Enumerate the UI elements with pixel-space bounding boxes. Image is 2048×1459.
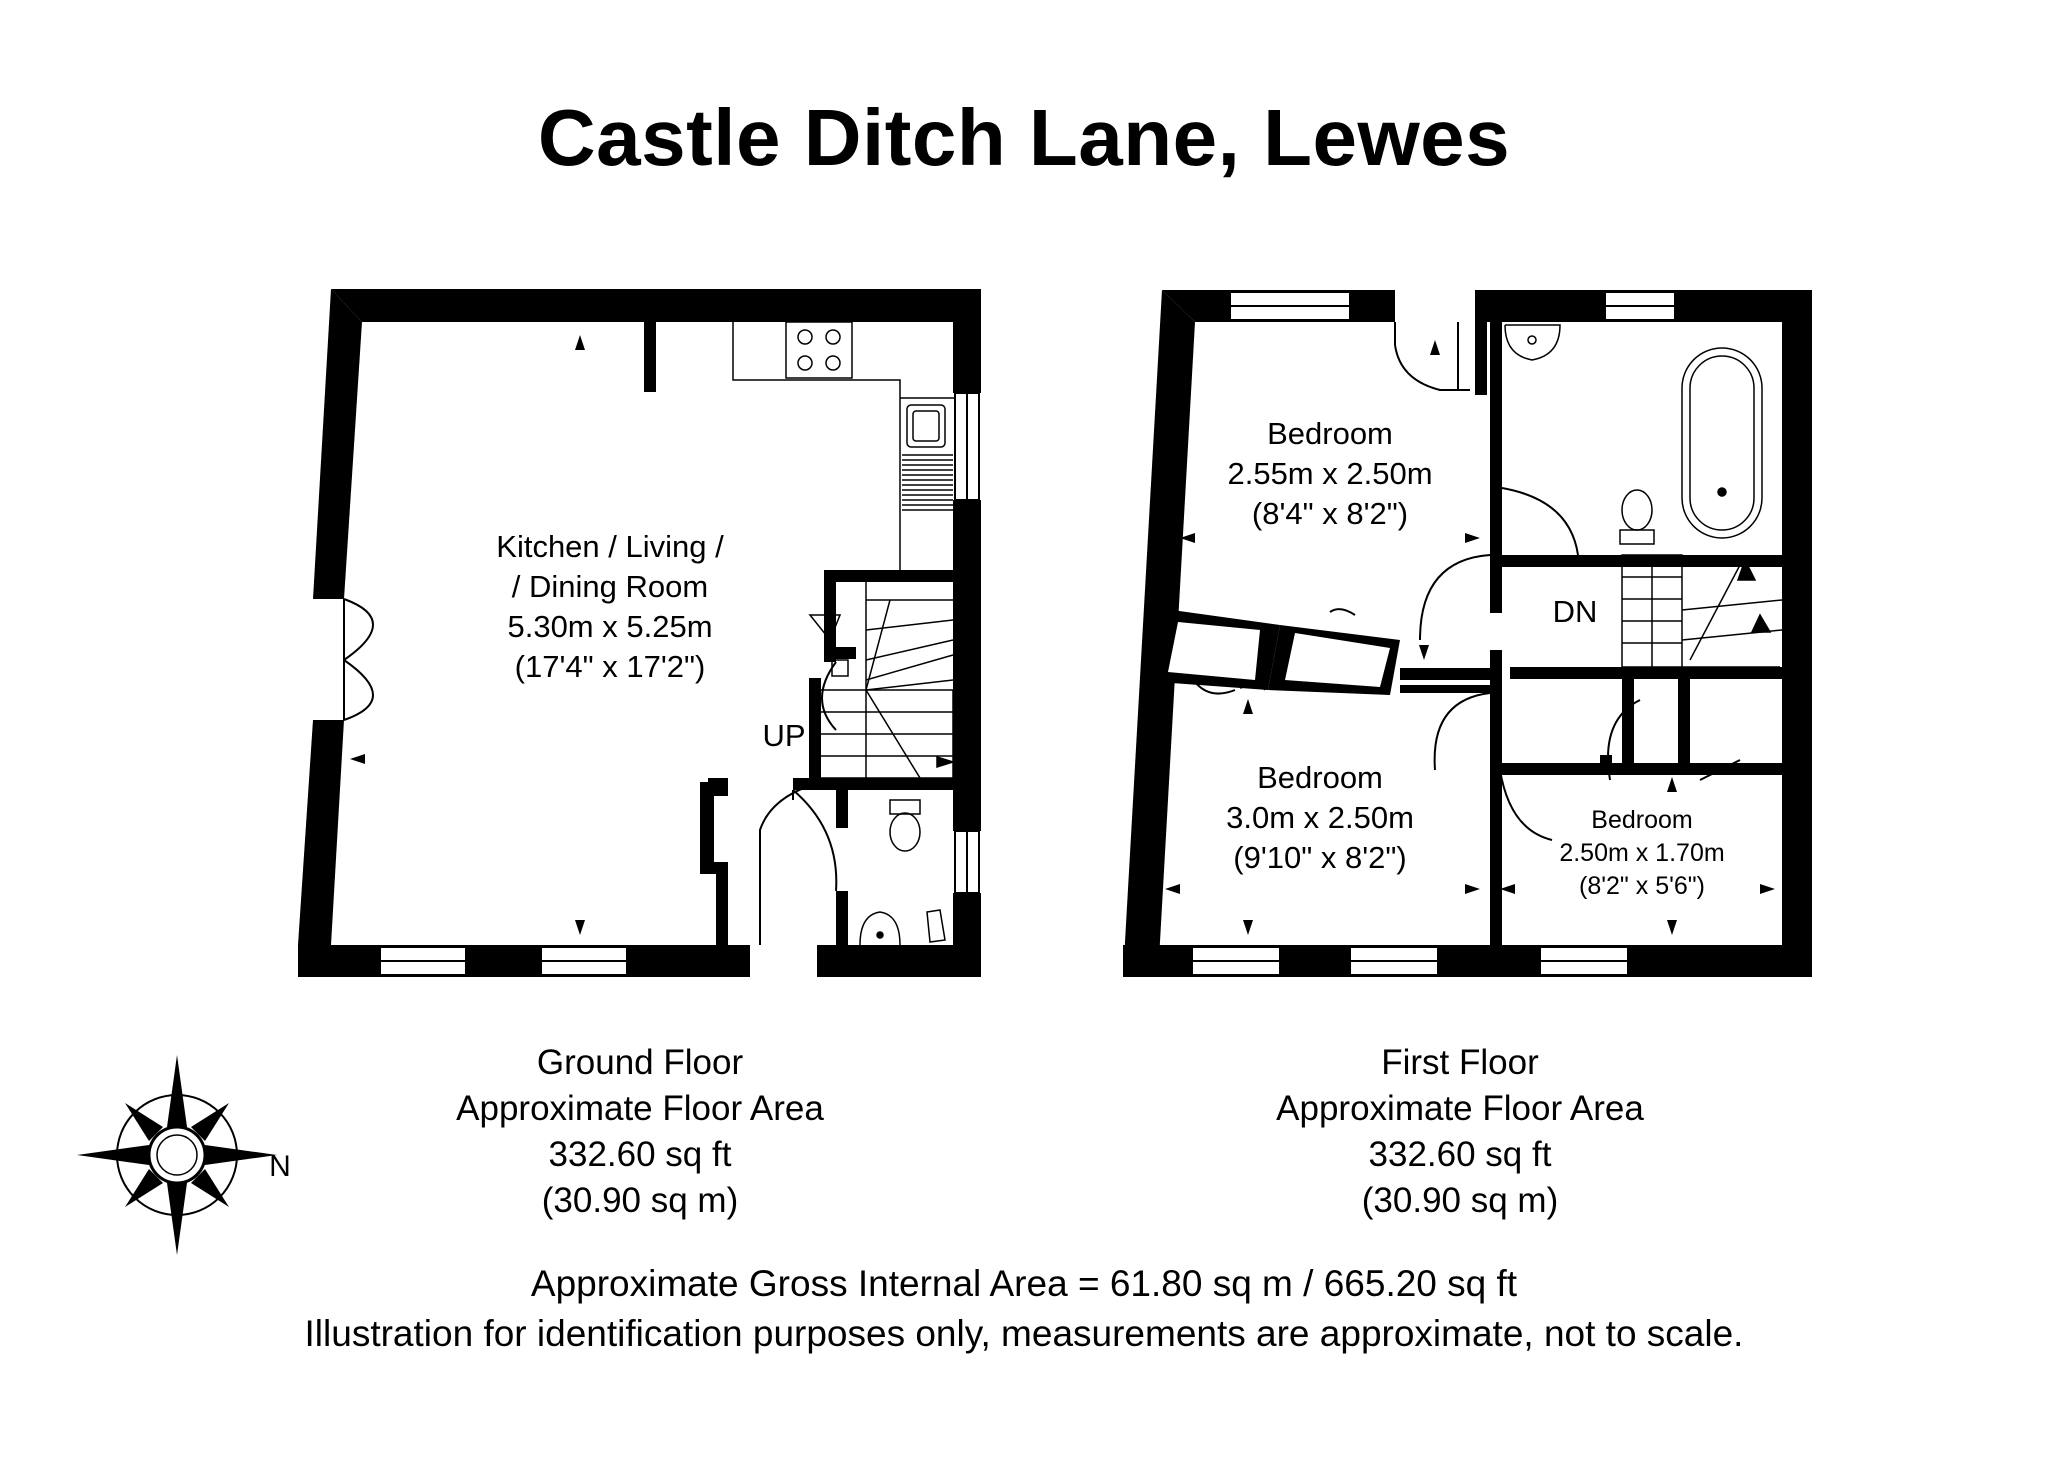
ground-floor-dimension-arrows [350, 335, 585, 935]
room-name-line2: / Dining Room [511, 569, 709, 604]
bedroom-2-size-m: 3.0m x 2.50m [1226, 800, 1414, 835]
first-floor-name: First Floor [1381, 1043, 1539, 1082]
first-floor-doors [1194, 322, 1741, 841]
first-floor-area-ft: 332.60 sq ft [1368, 1135, 1552, 1174]
disclaimer-text: Illustration for identification purposes… [304, 1313, 1744, 1354]
bedroom-3-size-ft: (8'2" x 5'6") [1579, 872, 1705, 900]
ground-floor-area-label: Approximate Floor Area [456, 1089, 824, 1128]
page-title: Castle Ditch Lane, Lewes [537, 93, 1511, 182]
bedroom-3-size-m: 2.50m x 1.70m [1559, 839, 1725, 867]
bedroom-2-size-ft: (9'10" x 8'2") [1233, 840, 1407, 875]
first-floor-stairs [1621, 554, 1783, 668]
ground-floor-doors [343, 598, 838, 945]
ground-floor-area-ft: 332.60 sq ft [548, 1135, 732, 1174]
kitchen-living-dining-label: Kitchen / Living / / Dining Room 5.30m x… [440, 527, 780, 687]
bathroom-fixtures [1504, 324, 1763, 545]
ground-floor-name: Ground Floor [536, 1043, 744, 1082]
ground-floor-plan [298, 289, 981, 977]
ground-floor-area-m: (30.90 sq m) [541, 1181, 739, 1220]
first-floor-caption: First Floor Approximate Floor Area 332.6… [1220, 1040, 1700, 1224]
bedroom-2-label: Bedroom 3.0m x 2.50m (9'10" x 8'2") [1170, 758, 1470, 878]
ground-floor-stairs [808, 582, 956, 779]
ground-floor-walls [298, 289, 981, 977]
room-size-m: 5.30m x 5.25m [507, 609, 713, 644]
compass-rose-icon [77, 1055, 277, 1255]
first-floor-windows [1191, 291, 1676, 976]
bedroom-2-name: Bedroom [1257, 760, 1383, 795]
ground-floor-windows [379, 392, 980, 976]
room-size-ft: (17'4" x 17'2") [514, 649, 706, 684]
compass-north-label: N [269, 1150, 291, 1183]
first-floor-plan [1123, 290, 1812, 977]
room-name-line1: Kitchen / Living / [496, 529, 724, 564]
gross-area-text: Approximate Gross Internal Area = 61.80 … [530, 1263, 1518, 1304]
stairs-up-label: UP [762, 718, 806, 753]
bedroom-3-label: Bedroom 2.50m x 1.70m (8'2" x 5'6") [1512, 804, 1772, 903]
ground-floor-caption: Ground Floor Approximate Floor Area 332.… [400, 1040, 880, 1224]
kitchen-units [732, 321, 955, 573]
bedroom-3-name: Bedroom [1591, 806, 1693, 834]
first-floor-area-m: (30.90 sq m) [1361, 1181, 1559, 1220]
first-floor-dimension-arrows [1165, 340, 1775, 935]
bedroom-1-size-ft: (8'4" x 8'2") [1251, 496, 1409, 531]
stairs-down-label: DN [1552, 594, 1598, 629]
bedroom-1-label: Bedroom 2.55m x 2.50m (8'4" x 8'2") [1180, 414, 1480, 534]
bedroom-1-size-m: 2.55m x 2.50m [1227, 456, 1433, 491]
bedroom-1-name: Bedroom [1267, 416, 1393, 451]
ground-floor-wc [859, 799, 946, 946]
first-floor-area-label: Approximate Floor Area [1276, 1089, 1644, 1128]
